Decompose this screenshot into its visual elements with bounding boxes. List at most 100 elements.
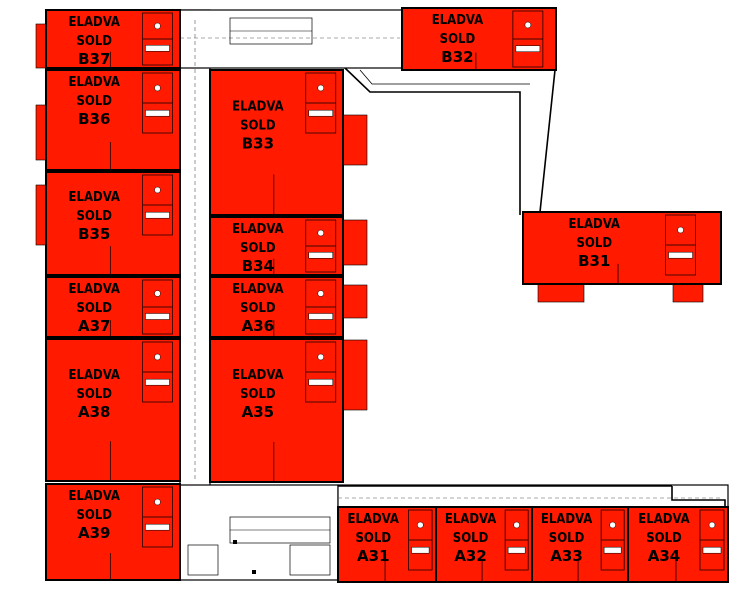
unit-label-status-en: SOLD [76,34,112,49]
unit-label-id: A36 [242,317,274,335]
unit-label-id: A37 [78,317,110,335]
courtyard-wall [344,67,521,215]
unit-label-status: ELADVA [69,368,120,383]
toilet-icon [154,84,161,92]
unit-label-status: ELADVA [69,489,120,504]
sink-icon [145,378,170,386]
sink-icon [145,313,170,320]
toilet-icon [154,186,161,194]
unit-shape [522,211,722,285]
sink-icon [145,523,170,531]
unit-label-status-en: SOLD [76,508,112,523]
unit-label-status: ELADVA [69,282,120,297]
sink-icon [308,251,334,259]
unit-shape [435,506,533,583]
unit-label-status: ELADVA [569,217,620,232]
unit-shape [209,338,344,483]
south-corridor [337,484,729,508]
unit-label-status-en: SOLD [356,531,392,546]
unit-label-status: ELADVA [638,512,689,527]
sink-icon [145,109,170,117]
units-layer: ELADVASOLDB37ELADVASOLDB32ELADVASOLDB36E… [45,7,729,583]
unit-shape [531,506,629,583]
sink-icon [507,546,526,554]
unit-label-status: ELADVA [69,190,120,205]
unit-shape [45,276,181,338]
south-east-edge [671,486,726,510]
unit-label-id: B32 [441,48,473,66]
unit-label-id: B35 [78,225,110,243]
unit-label-status-en: SOLD [240,119,276,134]
unit-label-id: A33 [550,547,582,565]
unit-label-status-en: SOLD [76,387,112,402]
sink-icon [668,251,693,259]
unit-label-id: B33 [242,135,274,153]
toilet-icon [417,521,424,529]
toilet-icon [708,521,716,529]
unit-label-id: A32 [454,547,486,565]
unit-label-status-en: SOLD [453,531,489,546]
unit-label-status: ELADVA [69,15,120,30]
unit-label-status-en: SOLD [76,209,112,224]
east-wall [539,69,556,213]
unit-label-status-en: SOLD [240,241,276,256]
toilet-icon [317,290,325,297]
north-stair-core [179,9,403,69]
unit-label-status: ELADVA [348,512,399,527]
unit-label-id: B37 [78,50,110,68]
unit-label-status-en: SOLD [549,531,585,546]
sink-icon [702,546,722,554]
north-stair [229,17,313,45]
unit-label-status: ELADVA [232,222,283,237]
unit-label-status: ELADVA [232,100,283,115]
sink-icon [308,313,334,320]
south-stair-core [179,484,339,581]
unit-label-status-en: SOLD [240,301,276,316]
unit-shape [45,171,181,276]
toilet-icon [524,21,532,29]
unit-label-id: B36 [78,110,110,128]
toilet-icon [609,521,616,529]
sink-icon [603,546,622,554]
building-structure [179,9,729,581]
unit-label-status-en: SOLD [646,531,682,546]
unit-label-status: ELADVA [541,512,592,527]
sink-icon [145,211,170,219]
unit-label-id: A34 [648,547,680,565]
unit-shape [209,69,344,216]
unit-shape [337,506,437,583]
sink-icon [411,546,430,554]
unit-label-status-en: SOLD [440,32,476,47]
toilet-icon [317,84,325,92]
unit-label-status-en: SOLD [577,236,613,251]
sink-icon [308,378,334,386]
unit-label-status: ELADVA [432,13,483,28]
unit-label-id: A35 [242,403,274,421]
sink-icon [308,109,334,117]
unit-label-status-en: SOLD [76,94,112,109]
unit-shape [45,338,181,482]
toilet-icon [154,22,161,30]
courtyard-inner [359,69,530,85]
toilet-icon [317,229,325,237]
unit-label-status: ELADVA [232,368,283,383]
unit-label-id: A38 [78,403,110,421]
unit-label-status: ELADVA [445,512,496,527]
